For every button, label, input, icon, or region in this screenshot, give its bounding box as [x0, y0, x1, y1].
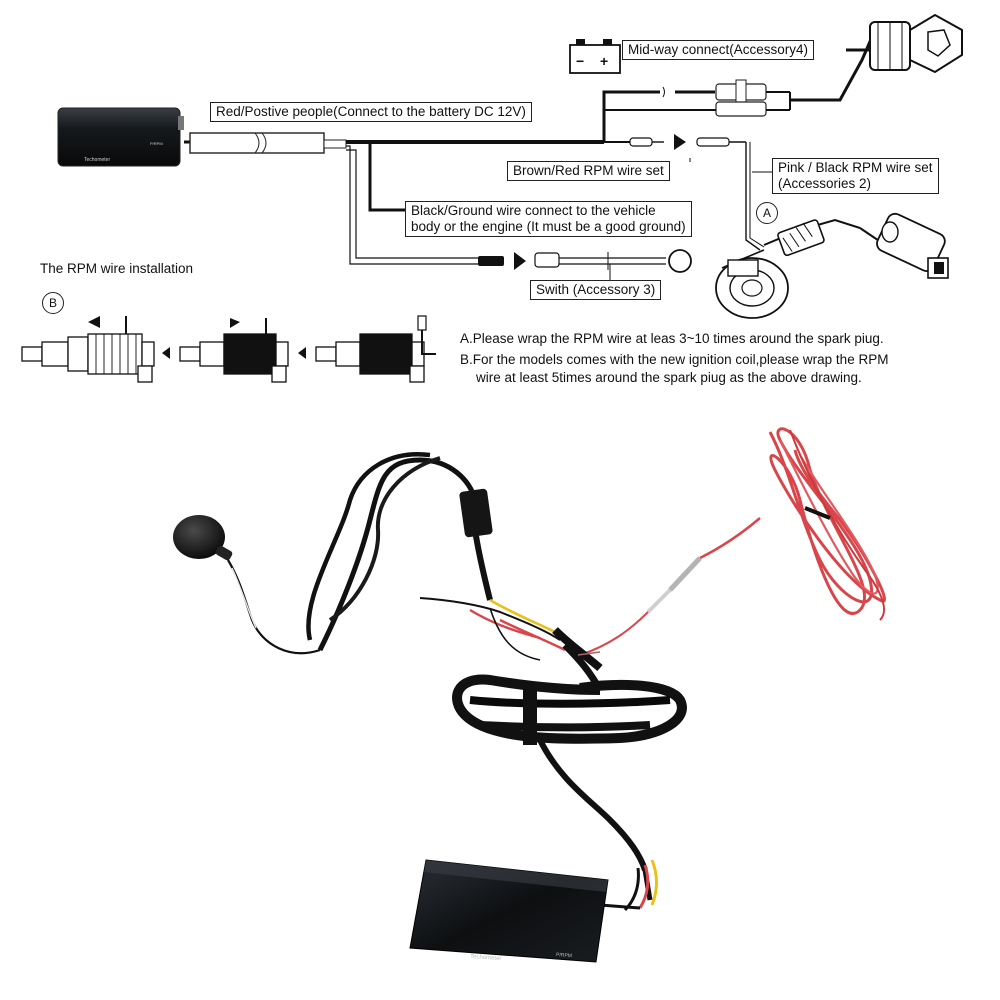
tachometer-device-top: Techometer P/RPM [57, 107, 184, 167]
label-black-ground-line1: Black/Ground wire connect to the vehicle [411, 203, 656, 218]
wire-white-switch [346, 145, 692, 280]
svg-text:−: − [576, 53, 584, 69]
red-wire-coil [579, 427, 886, 656]
label-rpm-installation: The RPM wire installation [40, 261, 194, 276]
spark-plug-coil-drawing [715, 212, 949, 319]
sensor-puck [173, 515, 321, 655]
wrap-step-2 [162, 318, 289, 383]
note-a: A.Please wrap the RPM wire at leas 3~10 … [460, 331, 884, 346]
label-pink-black-line1: Pink / Black RPM wire set [778, 160, 933, 175]
wrap-step-1 [21, 316, 155, 383]
wrap-step-3 [298, 315, 436, 383]
device-photo-name: Techometer [470, 954, 502, 962]
spark-plug-wrap-steps [21, 315, 436, 383]
label-pink-black-line2: (Accessories 2) [778, 176, 872, 191]
label-black-ground-line2: body or the engine (It must be a good gr… [411, 219, 686, 234]
label-midway-connect: Mid-way connect(Accessory4) [622, 40, 815, 60]
wire-brown-red [604, 134, 765, 251]
wire-red-positive [602, 29, 877, 142]
note-b-line1: B.For the models comes with the new igni… [460, 352, 889, 367]
tachometer-device-photo: Techometer P/RPM [409, 859, 609, 963]
wire-black-ground [368, 142, 405, 212]
label-black-ground: Black/Ground wire connect to the vehicle… [405, 201, 692, 237]
device-top-name: Techometer [84, 157, 110, 163]
battery-icon: − + [569, 39, 621, 74]
black-cable-lower [452, 674, 687, 912]
label-switch: Swith (Accessory 3) [530, 280, 662, 300]
label-red-positive: Red/Postive people(Connect to the batter… [210, 102, 532, 122]
label-brown-red-rpm: Brown/Red RPM wire set [507, 161, 670, 181]
marker-a: A [756, 202, 778, 224]
main-harness [184, 132, 347, 154]
svg-text:+: + [600, 53, 608, 69]
label-pink-black-rpm: Pink / Black RPM wire set (Accessories 2… [772, 158, 939, 194]
marker-b: B [42, 292, 64, 314]
device-top-mode: P/RPM [150, 141, 163, 146]
black-cable-upper [306, 451, 493, 652]
device-photo-mode: P/RPM [556, 952, 572, 959]
note-b-line2: wire at least 5times around the spark pi… [476, 370, 862, 385]
ignition-key-icon [869, 13, 963, 74]
colored-wires [419, 597, 604, 692]
